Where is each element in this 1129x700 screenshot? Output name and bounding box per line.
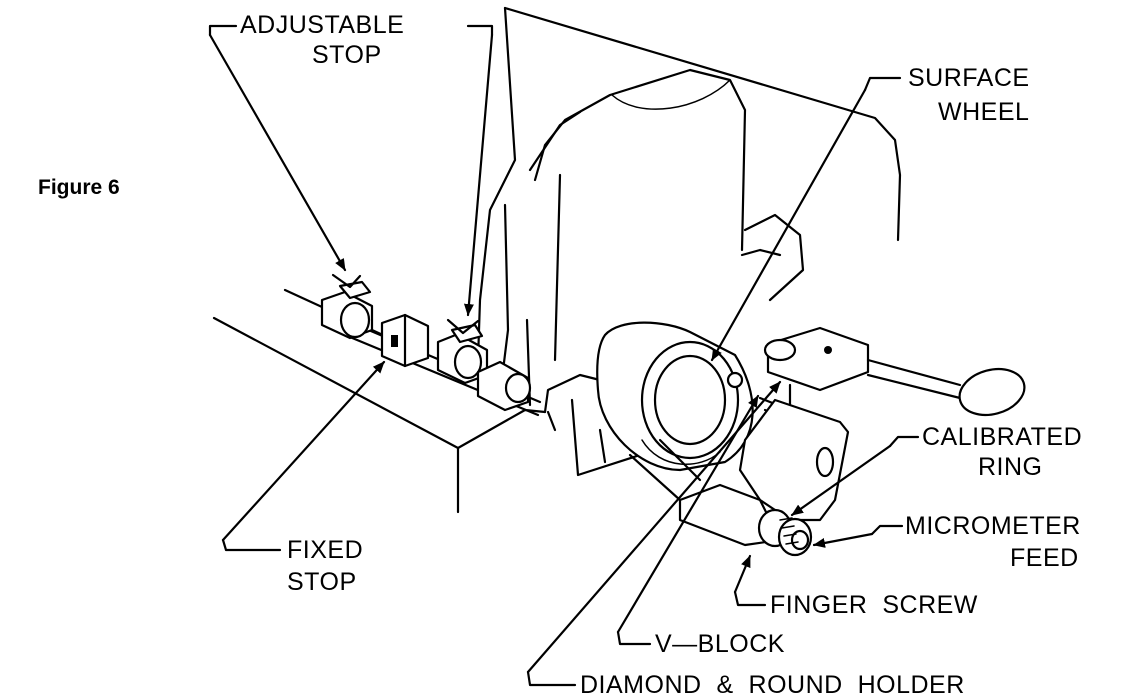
leader-diamond-holder: [526, 380, 782, 674]
label-micrometer-feed-line1: MICROMETER: [905, 512, 1081, 540]
stop-rod-assembly: [320, 273, 542, 417]
leader-calibrated-ring-hook: [888, 435, 920, 448]
leader-adjustable-stop-hook-left: [208, 24, 238, 37]
label-micrometer-feed-line2: FEED: [1010, 544, 1079, 572]
leader-surface-wheel: [710, 88, 867, 362]
leader-calibrated-ring: [790, 444, 892, 517]
leader-micrometer-feed: [812, 532, 874, 548]
leader-fixed-stop: [221, 360, 386, 542]
leader-finger-screw: [733, 554, 752, 594]
leader-lines: [208, 24, 920, 687]
leader-adjustable-stop-left: [208, 33, 347, 272]
label-adjustable-stop-line2: STOP: [312, 41, 382, 69]
figure-caption: Figure 6: [38, 176, 120, 199]
leader-adjustable-stop-hook-right: [466, 24, 494, 37]
surface-wheel: [596, 321, 754, 472]
diamond-holder-assembly: [628, 326, 1026, 557]
leader-diamond-holder-hook: [526, 670, 577, 687]
leader-micrometer-feed-hook: [870, 524, 904, 536]
label-finger-screw: FINGER SCREW: [770, 591, 978, 619]
label-surface-wheel-line1: SURFACE: [908, 64, 1030, 92]
wheel-guard: [476, 6, 902, 407]
leader-fixed-stop-hook: [221, 538, 282, 552]
leader-finger-screw-hook: [733, 590, 767, 607]
leader-adjustable-stop-right: [463, 33, 494, 317]
label-fixed-stop-line1: FIXED: [287, 536, 363, 564]
leader-surface-wheel-hook: [863, 76, 902, 92]
label-diamond-round-holder: DIAMOND & ROUND HOLDER: [580, 671, 965, 699]
label-surface-wheel-line2: WHEEL: [938, 98, 1029, 126]
label-adjustable-stop-line1: ADJUSTABLE: [240, 11, 404, 39]
label-calibrated-ring-line2: RING: [978, 453, 1043, 481]
label-calibrated-ring-line1: CALIBRATED: [922, 423, 1082, 451]
label-v-block: V—BLOCK: [655, 630, 785, 658]
label-fixed-stop-line2: STOP: [287, 568, 357, 596]
leader-v-block-hook: [616, 630, 652, 646]
